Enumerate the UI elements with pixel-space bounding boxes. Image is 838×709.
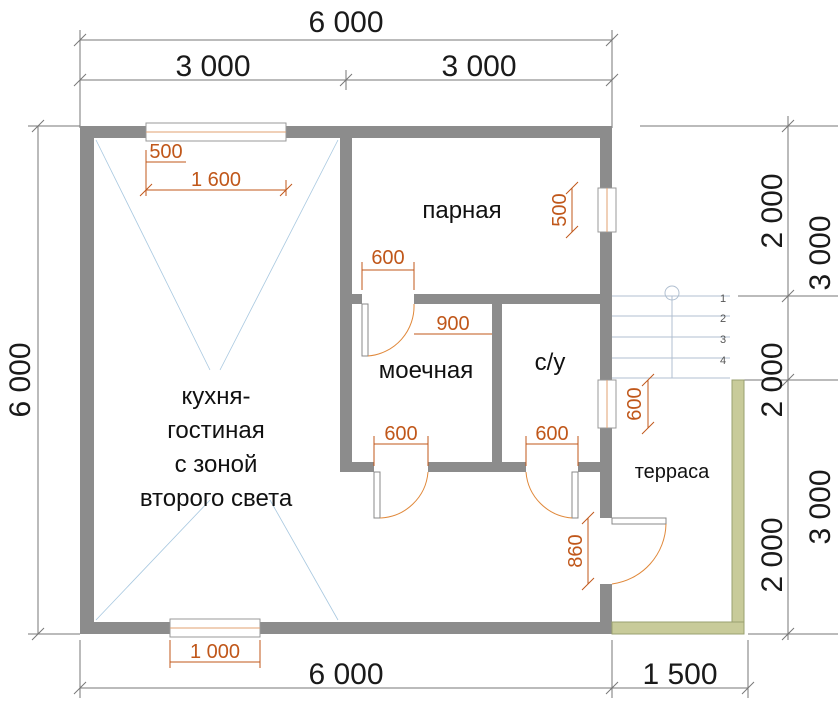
dim-right-upper-a: 2 000	[756, 173, 789, 248]
dim-window-wc: 600	[624, 387, 646, 420]
room-terrace: терраса	[635, 461, 710, 483]
room-wc: с/у	[535, 349, 566, 376]
dim-door-wash: 600	[384, 423, 417, 445]
stair-num-3: 3	[720, 334, 726, 346]
door-entry	[611, 517, 667, 585]
door-wc	[525, 471, 579, 519]
dim-bottom-terrace: 1 500	[642, 658, 717, 691]
dim-right-lower-b: 3 000	[804, 469, 837, 544]
opening-dimension-lines	[139, 150, 655, 668]
dim-right-upper-b: 3 000	[804, 215, 837, 290]
room-wash: моечная	[379, 357, 474, 384]
dim-door-entry: 860	[565, 534, 587, 567]
walls	[80, 126, 612, 634]
room-kitchen-line2: гостиная	[167, 417, 265, 444]
room-steam: парная	[422, 197, 501, 224]
stair-num-1: 1	[720, 293, 726, 305]
stairs	[612, 285, 730, 379]
dim-right-mid: 2 000	[756, 342, 789, 417]
dim-top-total: 6 000	[308, 6, 383, 39]
room-kitchen-line4: второго света	[140, 485, 293, 512]
stair-numbers: 1 2 3 4	[720, 293, 726, 367]
window-wc	[597, 379, 617, 429]
window-bottom	[169, 618, 261, 638]
dim-door-wash-top: 900	[436, 313, 469, 335]
dim-door-steam: 600	[371, 247, 404, 269]
dim-left-total: 6 000	[4, 342, 37, 417]
window-top	[145, 122, 287, 142]
dim-right-lower-a: 2 000	[756, 517, 789, 592]
dim-bottom-main: 6 000	[308, 658, 383, 691]
room-kitchen-line3: с зоной	[175, 451, 258, 478]
dim-window-steam: 500	[549, 193, 571, 226]
stair-num-2: 2	[720, 313, 726, 325]
door-wash	[373, 471, 429, 519]
dim-window-top-width: 1 600	[191, 169, 241, 191]
second-light-lines	[95, 139, 339, 621]
terrace-railing	[611, 379, 745, 635]
windows	[145, 122, 617, 638]
dim-window-bottom: 1 000	[190, 641, 240, 663]
dim-door-wc: 600	[535, 423, 568, 445]
dim-top-left: 3 000	[175, 50, 250, 83]
dimension-lines	[28, 30, 838, 698]
room-kitchen-line1: кухня-	[181, 383, 250, 410]
doors	[361, 303, 667, 585]
stair-num-4: 4	[720, 355, 726, 367]
window-steam	[597, 187, 617, 233]
dim-window-top-sill: 500	[149, 141, 182, 163]
dim-top-right: 3 000	[441, 50, 516, 83]
door-steam	[361, 303, 415, 357]
